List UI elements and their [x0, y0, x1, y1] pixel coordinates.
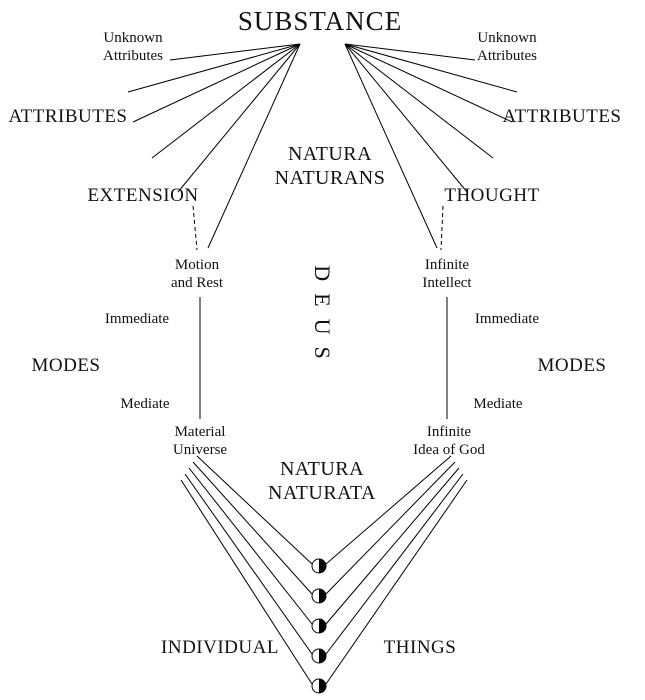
fan-line	[169, 43, 301, 61]
unknown-attributes-right-label: Unknown Attributes	[477, 30, 537, 64]
attributes-left-label: ATTRIBUTES	[8, 106, 128, 127]
right-attribute-fan	[344, 43, 518, 249]
fan-line	[344, 43, 518, 93]
fan-line	[207, 43, 301, 249]
fan-line	[196, 455, 313, 565]
extension-to-motion-dashed-line	[192, 205, 198, 251]
fan-line	[344, 43, 468, 193]
fan-line	[325, 473, 464, 655]
extension-label: EXTENSION	[87, 185, 199, 206]
modes-left-label: MODES	[31, 355, 101, 376]
fan-line	[132, 43, 301, 123]
natura-naturans-label: NATURA NATURANS	[274, 143, 386, 189]
immediate-left-label: Immediate	[104, 311, 170, 327]
thought-label: THOUGHT	[444, 185, 540, 206]
infinite-idea-of-god-label: Infinite Idea of God	[413, 424, 485, 458]
individual-thing-node	[311, 558, 327, 574]
fan-line	[151, 43, 301, 159]
fan-line	[344, 43, 494, 159]
mediate-left-label: Mediate	[120, 396, 170, 412]
fan-line	[180, 479, 313, 685]
individual-thing-node	[311, 618, 327, 634]
immediate-right-label: Immediate	[474, 311, 540, 327]
fan-line	[188, 467, 313, 625]
bottom-right-fan	[325, 455, 468, 685]
mediate-right-label: Mediate	[473, 396, 523, 412]
bottom-left-fan	[180, 455, 313, 685]
fan-line	[192, 461, 313, 595]
fan-line	[344, 43, 438, 249]
substance-label: SUBSTANCE	[237, 6, 403, 36]
modes-right-label: MODES	[537, 355, 607, 376]
fan-line	[177, 43, 301, 193]
mode-lines	[199, 297, 448, 419]
half-filled-circle-fill	[319, 589, 326, 603]
fan-line	[325, 461, 456, 595]
fan-line	[325, 467, 460, 625]
things-label: THINGS	[383, 637, 457, 658]
deus-label: DEUS	[310, 265, 335, 371]
fan-line	[344, 43, 513, 123]
half-filled-circle-fill	[319, 619, 326, 633]
dashed-connectors	[192, 205, 444, 251]
individual-thing-nodes	[311, 558, 327, 694]
left-attribute-fan	[127, 43, 301, 249]
infinite-intellect-label: Infinite Intellect	[422, 257, 472, 291]
fan-line	[344, 43, 476, 61]
individual-label: INDIVIDUAL	[161, 637, 279, 658]
thought-to-intellect-dashed-line	[440, 205, 444, 251]
half-filled-circle-fill	[319, 649, 326, 663]
half-filled-circle-fill	[319, 679, 326, 693]
individual-thing-node	[311, 648, 327, 664]
attributes-right-label: ATTRIBUTES	[502, 106, 622, 127]
fan-line	[325, 455, 452, 565]
material-universe-label: Material Universe	[172, 424, 228, 458]
motion-and-rest-label: Motion and Rest	[170, 257, 224, 291]
fan-line	[127, 43, 301, 93]
individual-thing-node	[311, 678, 327, 694]
natura-naturata-label: NATURA NATURATA	[268, 458, 376, 504]
unknown-attributes-left-label: Unknown Attributes	[103, 30, 163, 64]
fan-line	[184, 473, 313, 655]
fan-line	[325, 479, 468, 685]
individual-thing-node	[311, 588, 327, 604]
half-filled-circle-fill	[319, 559, 326, 573]
